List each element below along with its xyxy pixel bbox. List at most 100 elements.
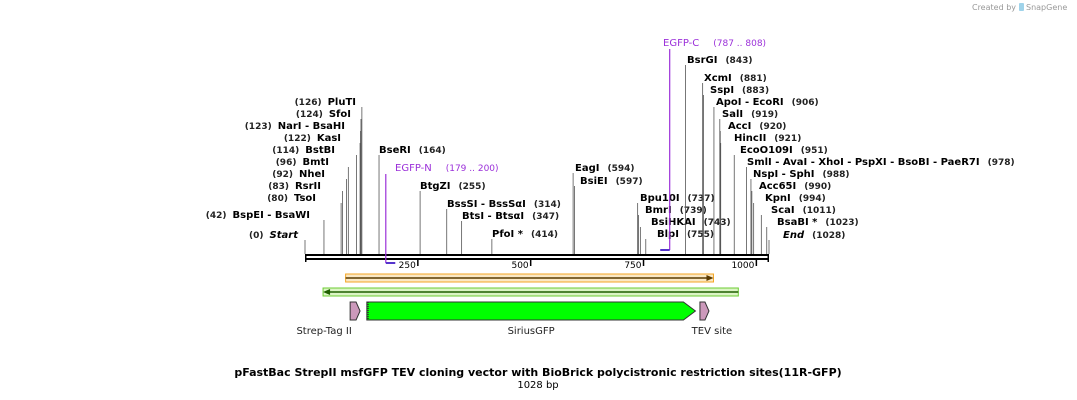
site-position: (126): [295, 98, 322, 108]
site-label: BsaBI *(1023): [777, 217, 859, 228]
site-name: EagI: [575, 163, 599, 174]
site-name: BmtI: [302, 157, 329, 168]
site-position: (92): [272, 170, 293, 180]
site-name: SfoI: [329, 109, 351, 120]
site-label: AccI (920): [728, 121, 786, 132]
snapgene-logo-icon: [1019, 3, 1024, 11]
site-position: (314): [534, 200, 561, 210]
site-label: NspI - SphI(988): [753, 169, 850, 180]
feature-label: TEV site: [691, 326, 733, 337]
backbone-end-cap: [767, 254, 769, 262]
site-label: (92)NheI: [272, 169, 325, 180]
site-label: BtsI - BtsαI(347): [462, 211, 559, 222]
map-title: pFastBac StrepII msfGFP TEV cloning vect…: [234, 366, 841, 379]
site-name: End: [783, 230, 805, 241]
tick-label: 500: [511, 261, 528, 271]
site-position: (988): [823, 170, 850, 180]
site-label: (122) KasI: [284, 133, 341, 144]
site-position: (743): [704, 218, 731, 228]
marker-label: (0) Start: [249, 230, 299, 241]
backbone-top-strand: [305, 254, 769, 256]
site-label: ScaI(1011): [771, 205, 836, 216]
site-position: (597): [616, 177, 643, 187]
site-position: (83): [268, 182, 289, 192]
site-name: NarI - BsaHI: [278, 121, 345, 132]
primer-range: (179 .. 200): [446, 164, 499, 174]
site-label: EagI (594): [575, 163, 634, 174]
site-label: EcoO109I (951): [740, 145, 828, 156]
backbone-start-cap: [305, 254, 307, 262]
site-name: PfoI: [492, 229, 514, 240]
site-position: (951): [801, 146, 828, 156]
site-label: Bpu10I(737): [640, 193, 715, 204]
site-position: (0): [249, 231, 264, 241]
site-name: XcmI: [704, 73, 732, 84]
site-position: (594): [607, 164, 634, 174]
site-name: BmrI: [645, 205, 672, 216]
site-label: BsrGI(843): [687, 55, 752, 66]
site-label: SspI(883): [710, 85, 769, 96]
site-label: (123)NarI - BsaHI: [245, 121, 345, 132]
site-name: BsiHKAI: [651, 217, 696, 228]
site-position: (919): [751, 110, 778, 120]
site-position: (883): [742, 86, 769, 96]
site-position: (921): [774, 134, 801, 144]
site-name: EcoO109I: [740, 145, 793, 156]
site-position: (42): [206, 211, 227, 221]
site-name: BssSI - BssSαI: [447, 199, 526, 210]
site-position: (347): [532, 212, 559, 222]
site-position: (906): [792, 98, 819, 108]
site-name: BlpI: [657, 229, 679, 240]
site-name: BsaBI: [777, 217, 809, 228]
orf-arrowhead-icon: [706, 275, 714, 281]
site-name: BstBI: [305, 145, 335, 156]
tick-label: 750: [624, 261, 641, 271]
tag-feature-arrow: [349, 301, 361, 321]
backbone-bottom-strand: [305, 258, 769, 260]
site-name: Start: [270, 230, 300, 241]
site-label: PfoI *(414): [492, 229, 558, 240]
site-name: Acc65I: [759, 181, 796, 192]
site-label: (80)TsoI: [267, 193, 316, 204]
site-label: BtgZI (255): [420, 181, 486, 192]
feature-label: Strep-Tag II: [296, 326, 351, 337]
site-label: HincII(921): [734, 133, 801, 144]
site-name: PluTI: [328, 97, 356, 108]
site-position: (80): [267, 194, 288, 204]
site-label: BlpI(755): [657, 229, 714, 240]
site-position: (994): [799, 194, 826, 204]
site-position: (843): [725, 56, 752, 66]
site-position: (255): [459, 182, 486, 192]
site-position: (114): [272, 146, 299, 156]
primer-range: (787 .. 808): [713, 39, 766, 49]
site-label: BseRI(164): [379, 145, 446, 156]
site-position: (990): [804, 182, 831, 192]
site-position: (414): [531, 230, 558, 240]
site-name: BtgZI: [420, 181, 451, 192]
site-label: BsiEI(597): [580, 176, 643, 187]
site-label: ApoI - EcoRI(906): [716, 97, 819, 108]
site-name: BspEI - BsaWI: [233, 210, 310, 221]
site-position: (124): [296, 110, 323, 120]
site-label: BssSI - BssSαI (314): [447, 199, 561, 210]
feature-label: SiriusGFP: [508, 326, 555, 337]
site-label: XcmI(881): [704, 73, 767, 84]
star-activity-icon: *: [809, 217, 818, 228]
site-position: (1011): [803, 206, 836, 216]
site-position: (739): [680, 206, 707, 216]
site-label: SmlI - AvaI - XhoI - PspXI - BsoBI - Pae…: [747, 157, 1015, 168]
primer-label: EGFP-N(179 .. 200): [395, 163, 499, 174]
orf-arrowhead-icon: [323, 289, 331, 295]
site-name: AccI: [728, 121, 751, 132]
site-label: (126) PluTI: [295, 97, 356, 108]
site-name: Bpu10I: [640, 193, 680, 204]
site-position: (122): [284, 134, 311, 144]
site-name: KasI: [317, 133, 341, 144]
site-label: SalI (919): [722, 109, 778, 120]
siriusgfp-feature-arrow: [366, 301, 697, 321]
site-position: (920): [759, 122, 786, 132]
primer-label: EGFP-C(787 .. 808): [663, 38, 766, 49]
site-label: (114) BstBI: [272, 145, 335, 156]
site-name: SalI: [722, 109, 743, 120]
